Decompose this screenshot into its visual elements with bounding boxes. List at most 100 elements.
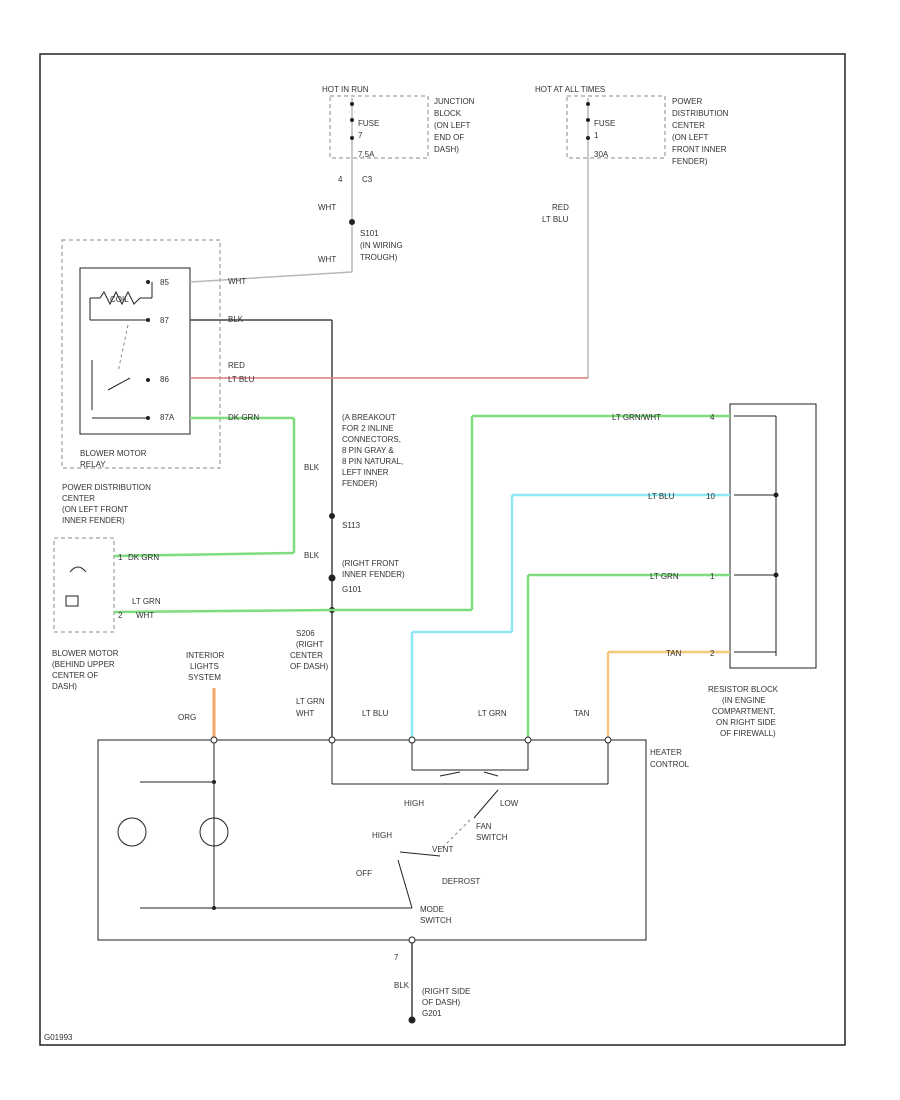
fuse-rating: 7.5A <box>358 150 375 159</box>
org-wire-label: ORG <box>178 713 196 722</box>
s206-2: (RIGHT <box>296 640 324 649</box>
blk-87-label: BLK <box>228 315 244 324</box>
resistor-block-outline <box>729 403 817 669</box>
junction-desc-5: DASH) <box>434 145 459 154</box>
motor-pin-2: 2 <box>118 611 123 620</box>
splice-s101 <box>349 219 355 225</box>
breakout-5: 8 PIN NATURAL, <box>342 457 403 466</box>
fan-low: LOW <box>500 799 519 808</box>
pdc-label-2: CENTER <box>62 494 95 503</box>
red-wire-label: RED <box>552 203 569 212</box>
junction-block-outline <box>329 95 429 159</box>
red-86-label-b: LT BLU <box>228 375 255 384</box>
ltblu-wire-label: LT BLU <box>542 215 569 224</box>
blk-label-1: BLK <box>304 463 320 472</box>
relay-pin-87a: 87A <box>160 413 175 422</box>
resistor-wire-4-label: TAN <box>666 649 682 658</box>
hc-ltgrn-label: LT GRN <box>296 697 325 706</box>
hc-label-2: CONTROL <box>650 760 690 769</box>
resistor-block: LT GRN/WHT 4 LT BLU 10 LT GRN 1 TAN 2 RE… <box>332 403 817 740</box>
relay-coil <box>90 290 152 306</box>
grn-87a-label: DK GRN <box>228 413 259 422</box>
resistor-wire-3-label: LT GRN <box>650 572 679 581</box>
blower-motor-relay: 85 87 86 87A COIL BLOWER MOTOR RELAY POW… <box>61 239 588 740</box>
motor-pin-1: 1 <box>118 553 123 562</box>
s206-3: CENTER <box>290 651 323 660</box>
motor-wire-2-label-b: WHT <box>136 611 154 620</box>
lamp-2-icon <box>199 817 229 847</box>
relay-body <box>79 267 191 435</box>
fan-switch-link <box>439 819 471 851</box>
breakout-6: LEFT INNER <box>342 468 389 477</box>
resistor-node <box>773 572 779 578</box>
g101-label: G101 <box>342 585 362 594</box>
relay-contact <box>146 318 150 322</box>
hc-tan-label: TAN <box>574 709 590 718</box>
splice-s113 <box>329 513 335 519</box>
interior-2: LIGHTS <box>190 662 219 671</box>
hc-ground-wire-label: BLK <box>394 981 410 990</box>
blk-label-2: BLK <box>304 551 320 560</box>
ground-label-1: (RIGHT FRONT <box>342 559 399 568</box>
hc-label-1: HEATER <box>650 748 682 757</box>
motor-wire-2-label-a: LT GRN <box>132 597 161 606</box>
blower-motor-symbol <box>69 566 87 573</box>
fuse-node <box>586 102 590 106</box>
resistor-wire-1-label: LT GRN/WHT <box>612 413 661 422</box>
fan-switch-contact <box>439 771 461 777</box>
lamp-node <box>212 780 216 784</box>
hc-wht-label: WHT <box>296 709 314 718</box>
junction-desc-4: END OF <box>434 133 464 142</box>
wht-wire-label-bottom: WHT <box>318 255 336 264</box>
defrost-label: DEFROST <box>442 877 480 886</box>
relay-pin-86: 86 <box>160 375 169 384</box>
fan-switch-2: SWITCH <box>476 833 508 842</box>
connector-pin: 4 <box>338 175 343 184</box>
pdc-label-3: (ON LEFT FRONT <box>62 505 128 514</box>
hc-connector <box>604 736 612 744</box>
splice-name-1: S101 <box>360 229 379 238</box>
breakout-3: CONNECTORS, <box>342 435 401 444</box>
pdc-desc-1: POWER <box>672 97 702 106</box>
hc-ground-pin: 7 <box>394 953 399 962</box>
interior-3: SYSTEM <box>188 673 221 682</box>
relay-pin-85: 85 <box>160 278 169 287</box>
s206-4: OF DASH) <box>290 662 329 671</box>
relay-pin-87: 87 <box>160 316 169 325</box>
hc-ltblu-label: LT BLU <box>362 709 389 718</box>
hc-connector <box>408 736 416 744</box>
fan-switch-arm <box>473 789 499 819</box>
ground-g101 <box>328 574 336 582</box>
wht-wire-label-top: WHT <box>318 203 336 212</box>
motor-wire-1 <box>113 551 295 558</box>
ground-path: BLK (A BREAKOUT FOR 2 INLINE CONNECTORS,… <box>290 413 405 671</box>
connector-id: C3 <box>362 175 373 184</box>
mode-switch-1: MODE <box>420 905 444 914</box>
relay-label-1: BLOWER MOTOR <box>80 449 147 458</box>
junction-desc-2: BLOCK <box>434 109 462 118</box>
resistor-pin-1: 1 <box>710 572 715 581</box>
motor-wire-2 <box>113 608 333 614</box>
relay-switch-arm <box>107 377 131 391</box>
pdc-desc-6: FENDER) <box>672 157 708 166</box>
fuse-node <box>586 136 590 140</box>
junction-desc-1: JUNCTION <box>434 97 475 106</box>
pdc-desc-5: FRONT INNER <box>672 145 727 154</box>
ground-label-2: INNER FENDER) <box>342 570 405 579</box>
hot-at-all-times-fuse: HOT AT ALL TIMES FUSE 1 30A POWER DISTRI… <box>535 85 729 378</box>
resistor-label-1: RESISTOR BLOCK <box>708 685 779 694</box>
hc-connector <box>210 736 218 744</box>
hot-run-header: HOT IN RUN <box>322 85 369 94</box>
fan-high: HIGH <box>404 799 424 808</box>
relay-switch-dash <box>117 324 129 373</box>
coil-label: COIL <box>110 295 129 304</box>
fuse-node <box>586 118 590 122</box>
heater-control: HEATER CONTROL INTERIOR LIGHTS SYSTEM OR… <box>97 651 690 1024</box>
hc-ground-label-2: OF DASH) <box>422 998 461 1007</box>
mode-switch-2: SWITCH <box>420 916 452 925</box>
hot-in-run-fuse: HOT IN RUN FUSE 7 7.5A JUNCTION BLOCK (O… <box>318 85 475 272</box>
blower-motor-wiper <box>65 595 79 607</box>
hc-connector <box>408 936 416 944</box>
motor-label-3: CENTER OF <box>52 671 98 680</box>
resistor-wire-2-label: LT BLU <box>648 492 675 501</box>
